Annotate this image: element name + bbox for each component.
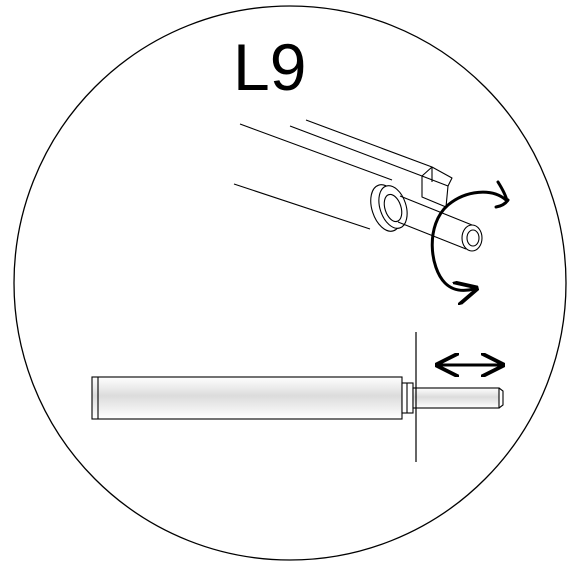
detail-circle — [13, 5, 567, 561]
detail-label: L9 — [233, 30, 306, 104]
isometric-shaft-view — [233, 119, 483, 252]
rotate-arrow-icon — [430, 180, 510, 290]
side-shaft-view — [91, 332, 504, 462]
